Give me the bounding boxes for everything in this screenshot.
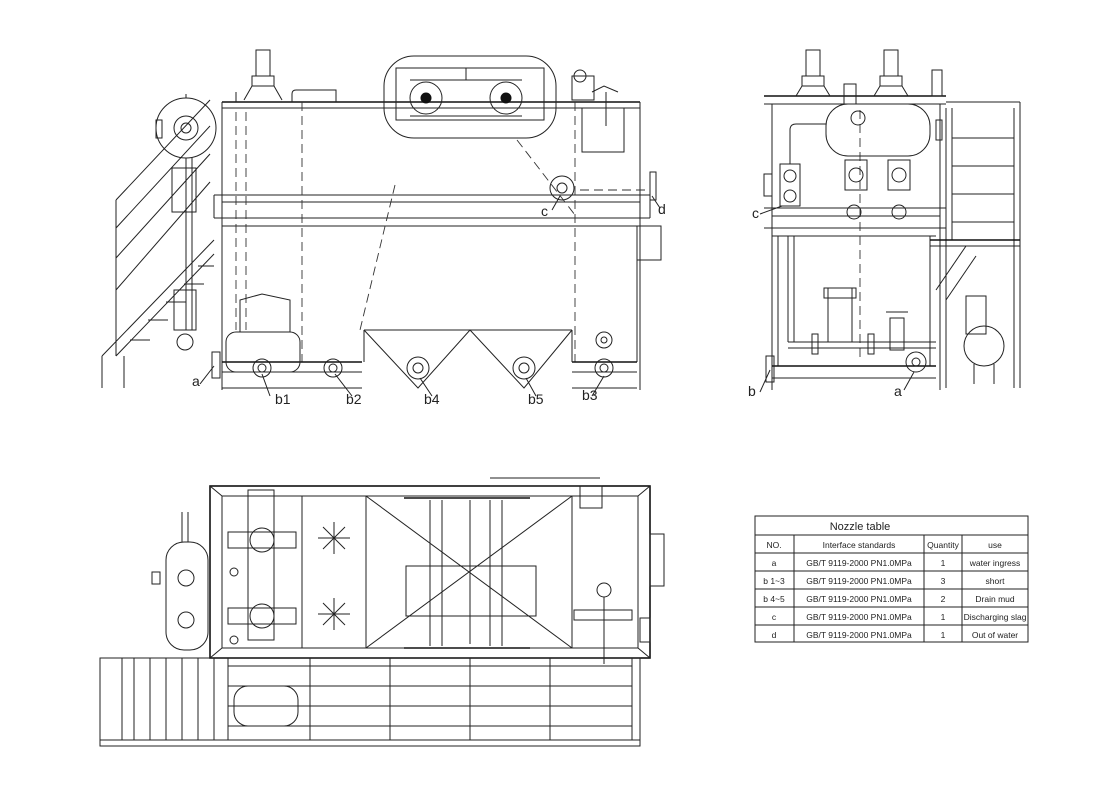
nozzle-table-cell-use: Discharging slag: [964, 612, 1027, 622]
nozzle-table-cell-use: short: [986, 576, 1006, 586]
nozzle-table-header-use: use: [988, 540, 1002, 550]
label-front-c: c: [541, 203, 548, 219]
nozzle-table-cell-quantity: 1: [941, 558, 946, 568]
front-nozzle-c: [549, 175, 575, 201]
front-nozzle-b1: [252, 358, 272, 378]
label-front-d: d: [658, 201, 666, 217]
plan-view: [99, 477, 665, 747]
front-nozzle-b3: [594, 331, 614, 378]
side-valves: [779, 69, 943, 220]
nozzle-table-cell-no: a: [772, 558, 777, 568]
plan-platform: [99, 657, 641, 747]
nozzle-table-cell-quantity: 2: [941, 594, 946, 604]
label-front-b1: b1: [275, 391, 291, 407]
nozzle-table-cell-no: d: [772, 630, 777, 640]
label-front-a: a: [192, 373, 200, 389]
side-horizontal-vessel: [825, 83, 931, 157]
front-top-motor: [243, 49, 283, 101]
nozzle-table-cell-quantity: 3: [941, 576, 946, 586]
nozzle-table-cell-interface-standard: GB/T 9119-2000 PN1.0MPa: [806, 612, 912, 622]
plan-agitator-top: [318, 522, 350, 554]
front-left-vessel: [155, 94, 217, 351]
plan-chain-conveyor: [404, 477, 600, 649]
label-front-b5: b5: [528, 391, 544, 407]
nozzle-table-cell-no: c: [772, 612, 777, 622]
nozzle-table-title: Nozzle table: [830, 521, 891, 533]
nozzle-table-cell-no: b 4~5: [763, 594, 785, 604]
nozzle-table-cell-quantity: 1: [941, 630, 946, 640]
nozzle-table-cell-use: Drain mud: [975, 594, 1014, 604]
nozzle-table-cell-quantity: 1: [941, 612, 946, 622]
side-pump: [787, 236, 936, 373]
nozzle-table-cell-interface-standard: GB/T 9119-2000 PN1.0MPa: [806, 594, 912, 604]
skimmer-housing: [383, 55, 557, 139]
front-nozzle-b2: [323, 358, 343, 378]
front-nozzle-b4: [406, 356, 430, 380]
nozzle-table-cell-interface-standard: GB/T 9119-2000 PN1.0MPa: [806, 576, 912, 586]
front-nozzle-b5: [512, 356, 536, 380]
plan-left-vessel: [151, 512, 239, 651]
label-front-b3: b3: [582, 387, 598, 403]
nozzle-table-cell-no: b 1~3: [763, 576, 785, 586]
nozzle-table-cell-interface-standard: GB/T 9119-2000 PN1.0MPa: [806, 558, 912, 568]
label-side-a: a: [894, 383, 902, 399]
side-elevation-view: c b a: [748, 49, 1021, 399]
label-side-b: b: [748, 383, 756, 399]
nozzle-table-header-quantity: Quantity: [927, 540, 959, 550]
nozzle-table-cell-use: Out of water: [972, 630, 1018, 640]
nozzle-table: Nozzle table NO. Interface standards Quant…: [754, 515, 1029, 643]
front-right-drive: [571, 69, 625, 153]
label-front-b2: b2: [346, 391, 362, 407]
nozzle-table-cell-use: water ingress: [969, 558, 1021, 568]
side-top-motor-right: [873, 49, 909, 97]
label-front-b4: b4: [424, 391, 440, 407]
nozzle-table-header-no: NO.: [766, 540, 781, 550]
plan-agitator-bottom: [318, 598, 350, 630]
front-ladder: [101, 99, 215, 388]
front-elevation-view: a b1 b2 b4 b5 b3 c d: [101, 49, 666, 407]
nozzle-table-cell-interface-standard: GB/T 9119-2000 PN1.0MPa: [806, 630, 912, 640]
side-top-motor-left: [795, 49, 831, 97]
nozzle-table-header-interface-standard: Interface standards: [823, 540, 896, 550]
front-nozzle-d: [636, 171, 662, 261]
side-stairs: [930, 101, 1021, 388]
label-side-c: c: [752, 205, 759, 221]
